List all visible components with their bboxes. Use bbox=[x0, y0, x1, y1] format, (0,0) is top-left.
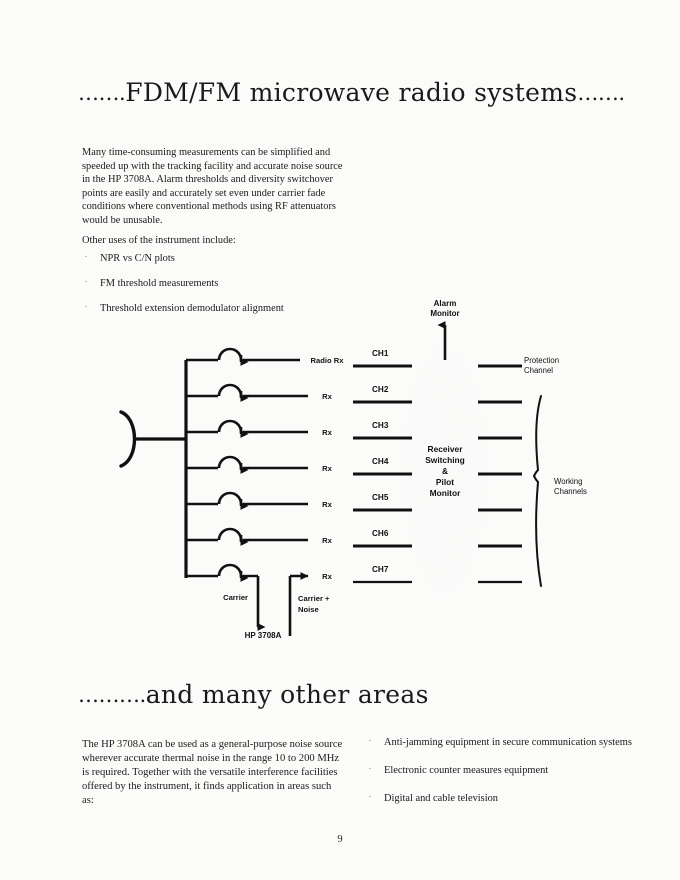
switch-block-line-1: Receiver bbox=[428, 444, 464, 454]
alarm-monitor-label-1: Alarm bbox=[434, 299, 457, 308]
application-areas-list: Anti-jamming equipment in secure communi… bbox=[366, 735, 634, 820]
channel-label: CH5 bbox=[372, 493, 389, 502]
protection-label-2: Channel bbox=[524, 366, 553, 375]
other-uses-list: NPR vs C/N plots FM threshold measuremen… bbox=[82, 251, 362, 327]
instrument-label: HP 3708A bbox=[245, 631, 282, 640]
list-item: NPR vs C/N plots bbox=[82, 251, 362, 265]
list-item: Digital and cable television bbox=[366, 791, 634, 805]
section-title: ……….and many other areas bbox=[78, 680, 429, 709]
switch-block-line-3: & bbox=[442, 466, 448, 476]
title-leading-dots: ……. bbox=[78, 81, 126, 105]
list-item: Anti-jamming equipment in secure communi… bbox=[366, 735, 634, 749]
switch-block-line-4: Pilot bbox=[436, 477, 454, 487]
receiver-label: Rx bbox=[322, 464, 332, 473]
channel-label: CH2 bbox=[372, 385, 389, 394]
carrier-label: Carrier bbox=[223, 593, 248, 602]
page-number: 9 bbox=[337, 834, 343, 845]
section-title-text: and many other areas bbox=[145, 680, 429, 709]
alarm-monitor-label-2: Monitor bbox=[430, 309, 459, 318]
receiver-label: Rx bbox=[322, 536, 332, 545]
channel-label: CH4 bbox=[372, 457, 389, 466]
alarm-monitor-output: Alarm Monitor bbox=[430, 299, 460, 360]
channel-label: CH7 bbox=[372, 565, 389, 574]
list-item: Threshold extension demodulator alignmen… bbox=[82, 301, 362, 315]
receiver-label: Rx bbox=[322, 392, 332, 401]
switching-block-texture bbox=[395, 335, 495, 607]
receiver-row: Rx CH3 bbox=[186, 419, 522, 440]
bottom-paragraph: The HP 3708A can be used as a general-pu… bbox=[82, 739, 343, 806]
working-label-2: Channels bbox=[554, 487, 587, 496]
receiver-row: Rx CH4 bbox=[186, 455, 522, 476]
receiver-label: Radio Rx bbox=[311, 356, 345, 365]
list-item: FM threshold measurements bbox=[82, 276, 362, 290]
page-title: …….FDM/FM microwave radio systems……. bbox=[78, 78, 625, 107]
protection-channel-label: Protection Channel bbox=[524, 356, 559, 375]
receiver-row: Rx CH7 bbox=[186, 563, 522, 584]
antenna-icon bbox=[119, 410, 186, 468]
receiver-row: Radio Rx CH1 bbox=[186, 347, 522, 368]
working-channels-brace: Working Channels bbox=[532, 395, 587, 587]
working-label-1: Working bbox=[554, 477, 582, 486]
receiver-row: Rx CH6 bbox=[186, 527, 522, 548]
list-item: Electronic counter measures equipment bbox=[366, 763, 634, 777]
switch-block-line-5: Monitor bbox=[430, 488, 461, 498]
receiver-label: Rx bbox=[322, 500, 332, 509]
title-main-text: FDM/FM microwave radio systems bbox=[125, 78, 578, 107]
title-trailing-dots: ……. bbox=[577, 81, 625, 105]
switch-block-line-2: Switching bbox=[425, 455, 465, 465]
receiver-row: Rx CH2 bbox=[186, 383, 522, 404]
switching-block-label: Receiver Switching & Pilot Monitor bbox=[425, 444, 465, 498]
channel-label: CH6 bbox=[372, 529, 389, 538]
receiver-label: Rx bbox=[322, 428, 332, 437]
carrier-noise-label-1: Carrier + bbox=[298, 594, 330, 603]
protection-label-1: Protection bbox=[524, 356, 559, 365]
channel-label: CH1 bbox=[372, 349, 389, 358]
section-title-leading-dots: ………. bbox=[78, 683, 146, 707]
other-uses-lead-line: Other uses of the instrument include: bbox=[82, 235, 236, 246]
channel-label: CH3 bbox=[372, 421, 389, 430]
carrier-noise-label-2: Noise bbox=[298, 605, 319, 614]
intro-paragraph: Many time-consuming measurements can be … bbox=[82, 147, 343, 226]
receiver-label: Rx bbox=[322, 572, 332, 581]
carrier-noise-path: Carrier + Noise bbox=[288, 576, 330, 636]
receiver-row: Rx CH5 bbox=[186, 491, 522, 512]
carrier-tap-path: Carrier bbox=[223, 576, 266, 631]
